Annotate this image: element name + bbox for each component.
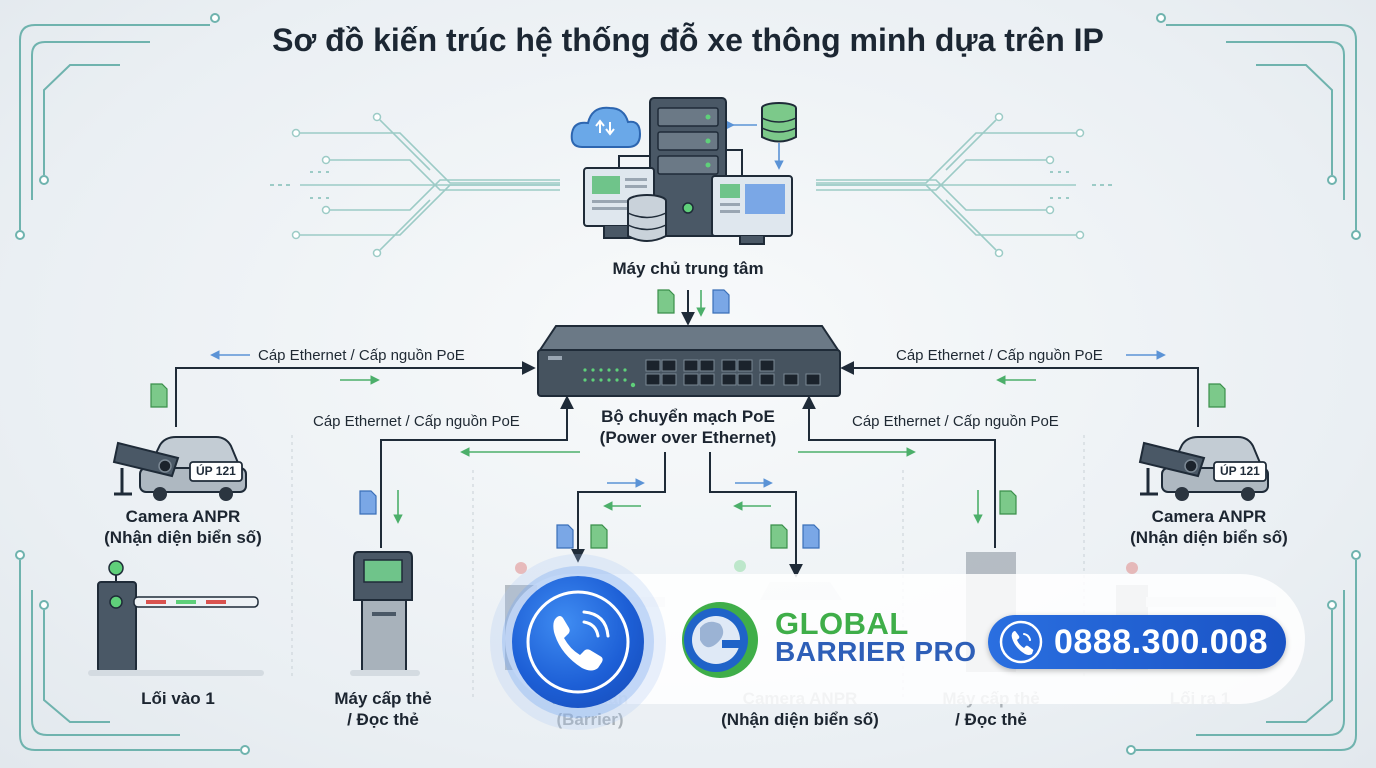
document-icon: [590, 524, 608, 549]
kiosk-right-line2: / Đọc thẻ: [955, 710, 1027, 729]
plate-right: ÚP 121: [1220, 464, 1260, 478]
hotline-button[interactable]: 0888.300.008: [988, 615, 1286, 669]
document-icon: [712, 289, 730, 314]
barrier-entrance-icon: [88, 560, 264, 676]
camera-right-label: Camera ANPR (Nhận diện biển số): [1104, 506, 1314, 548]
camera-right-line1: Camera ANPR: [1151, 507, 1267, 526]
document-icon: [150, 383, 168, 408]
document-icon: [1208, 383, 1226, 408]
camera-left-line1: Camera ANPR: [125, 507, 241, 526]
phone-icon: [526, 590, 630, 694]
kiosk-left-label: Máy cấp thẻ / Đọc thẻ: [303, 688, 463, 730]
cable-label-mid-left: Cáp Ethernet / Cấp nguồn PoE: [313, 413, 520, 430]
cable-label-mid-right: Cáp Ethernet / Cấp nguồn PoE: [852, 413, 1059, 430]
kiosk-left-line1: Máy cấp thẻ: [334, 689, 432, 708]
phone-icon: [999, 620, 1043, 664]
brand-name-line1: GLOBAL: [775, 606, 909, 641]
brand-name-line2: BARRIER PRO: [775, 636, 977, 667]
anpr-camera-right-icon: [1138, 436, 1269, 501]
cable-label-top-left: Cáp Ethernet / Cấp nguồn PoE: [258, 347, 465, 364]
card-kiosk-left-icon: [350, 551, 420, 676]
barrier-center-line2: (Barrier): [556, 710, 624, 729]
document-icon: [556, 524, 574, 549]
line-switch-camera-right: [840, 361, 1199, 427]
switch-label-line1: Bộ chuyển mạch PoE: [601, 407, 775, 426]
document-icon: [770, 524, 788, 549]
camera-left-line2: (Nhận diện biển số): [104, 528, 262, 547]
database-icon: [761, 102, 797, 143]
camera-center-line2: (Nhận diện biển số): [721, 710, 879, 729]
cable-label-top-right: Cáp Ethernet / Cấp nguồn PoE: [896, 347, 1103, 364]
server-label: Máy chủ trung tâm: [612, 259, 764, 278]
call-button[interactable]: [512, 576, 644, 708]
switch-label: Bộ chuyển mạch PoE (Power over Ethernet): [578, 406, 798, 448]
kiosk-left-line2: / Đọc thẻ: [347, 710, 419, 729]
hotline-number: 0888.300.008: [1054, 623, 1268, 661]
plate-left: ÚP 121: [196, 464, 236, 478]
line-switch-camera-left: [175, 361, 536, 427]
camera-left-label: Camera ANPR (Nhận diện biển số): [78, 506, 288, 548]
document-icon: [802, 524, 820, 549]
database-icon: [627, 194, 667, 242]
entrance-label: Lối vào 1: [141, 689, 215, 708]
anpr-camera-left-icon: [112, 436, 247, 501]
document-icon: [359, 490, 377, 515]
page-title: Sơ đồ kiến trúc hệ thống đỗ xe thông min…: [272, 22, 1104, 58]
camera-right-line2: (Nhận diện biển số): [1130, 528, 1288, 547]
document-icon: [657, 289, 675, 314]
switch-label-line2: (Power over Ethernet): [599, 428, 777, 447]
document-icon: [999, 490, 1017, 515]
cloud-icon: [570, 106, 642, 148]
